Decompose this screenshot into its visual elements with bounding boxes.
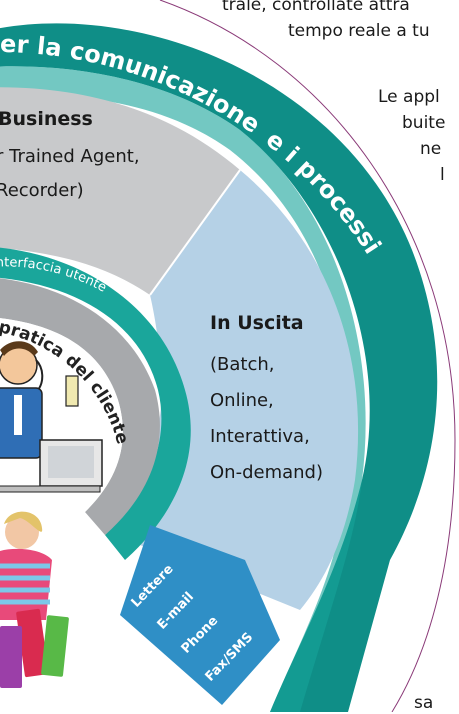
sector-divider: [149, 169, 241, 296]
side-text-bottom: sa: [414, 693, 434, 713]
outer-ring: [0, 23, 438, 712]
outbound-line-2: Online,: [210, 390, 274, 411]
business-line-1: r Trained Agent,: [0, 146, 140, 167]
boundary-curve: [159, 0, 456, 712]
interface-ring: [0, 247, 191, 560]
side-text-line-2: buite: [402, 113, 446, 133]
outbound-line-1: (Batch,: [210, 354, 275, 375]
top-text-line-1: trale, controllate attra: [222, 0, 410, 15]
outbound-title: In Uscita: [210, 312, 304, 334]
shopper-illustration: [0, 511, 69, 688]
channel-badge: [120, 525, 280, 705]
side-text-line-3: ne: [420, 139, 442, 159]
side-text-line-4: l: [440, 165, 445, 185]
top-text-line-2: tempo reale a tu: [288, 21, 430, 41]
outbound-line-4: On-demand): [210, 462, 323, 483]
business-sector: [0, 87, 240, 295]
side-text-line-1: Le appl: [378, 87, 440, 107]
business-title: Business: [0, 108, 93, 130]
agent-illustration: [0, 341, 103, 493]
customer-ring: [0, 278, 160, 535]
outbound-line-3: Interattiva,: [210, 426, 310, 447]
business-line-2: Recorder): [0, 180, 84, 201]
